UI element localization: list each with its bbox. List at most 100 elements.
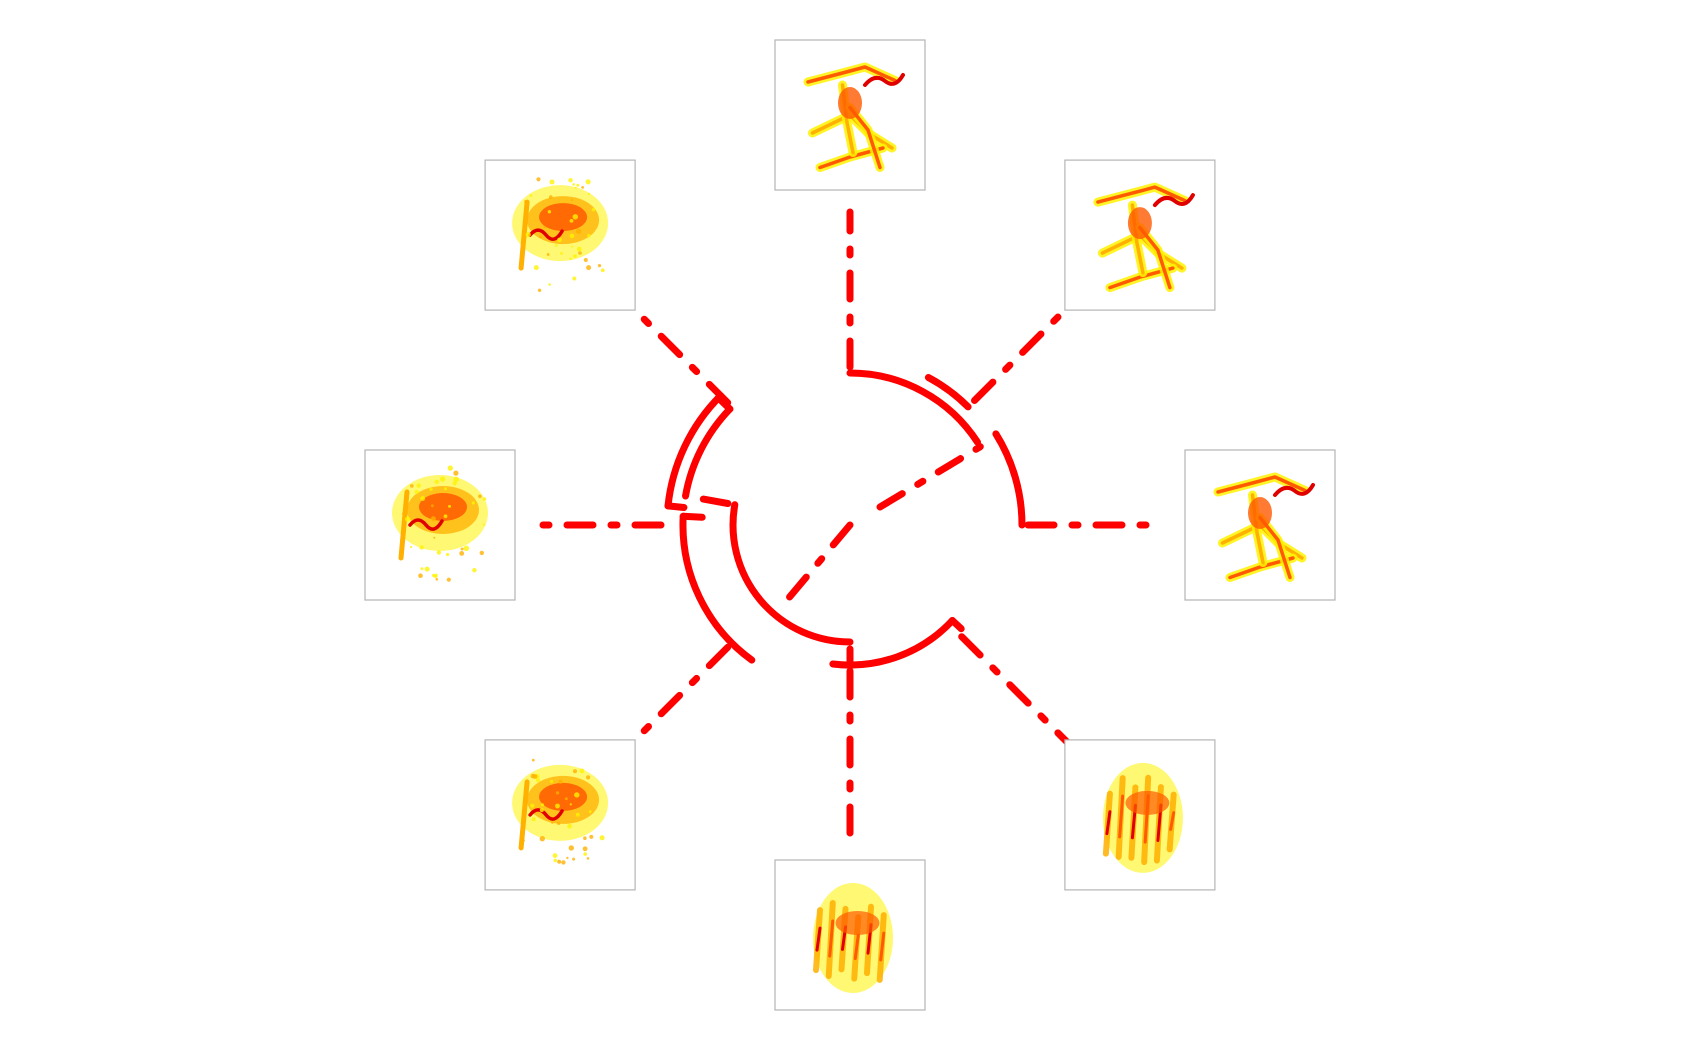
clade-arc-right xyxy=(992,430,1026,529)
spectro-onset xyxy=(398,489,410,561)
leaf-connector-leaf-top-left xyxy=(628,303,732,407)
spectro-speckle xyxy=(555,244,558,247)
spectro-harmonic-core xyxy=(828,919,835,958)
spectro-speckle xyxy=(572,214,578,220)
spectro-speckle xyxy=(472,568,477,573)
spectro-speckle xyxy=(568,178,573,183)
spectro-speckle xyxy=(431,504,434,508)
spectro-speckle xyxy=(585,179,591,185)
spectro-speckle xyxy=(453,476,460,483)
spectro-trace xyxy=(528,228,564,241)
spectro-speckle xyxy=(446,552,450,557)
spectro-speckle xyxy=(482,497,487,501)
spectro-speckle xyxy=(434,479,439,484)
spectro-speckle xyxy=(561,860,566,865)
spectro-speckle xyxy=(453,470,459,476)
spectro-speckle xyxy=(557,859,562,864)
spectrogram-icon xyxy=(1093,182,1195,293)
leaf-connectors xyxy=(533,208,1167,842)
spectro-trace xyxy=(528,808,564,821)
spectro-speckle xyxy=(531,817,536,822)
spectro-speckle xyxy=(459,551,465,556)
spectro-speckle xyxy=(539,808,544,813)
spectro-speckle xyxy=(524,200,527,204)
spectro-speckle xyxy=(557,237,562,243)
spectro-speckle xyxy=(548,283,551,286)
spectro-speckle xyxy=(529,194,533,197)
spectro-speckle xyxy=(448,504,451,508)
dendrogram-branches xyxy=(664,369,1026,669)
spectro-speckle xyxy=(433,536,436,539)
spectro-speckle xyxy=(558,779,563,784)
spectro-speckle xyxy=(576,246,582,252)
spectro-speckle xyxy=(574,186,577,189)
spectrogram-leaf-bottom xyxy=(774,859,926,1011)
spectro-speckle xyxy=(566,856,569,860)
spectro-speckle xyxy=(564,797,568,801)
spectro-speckle xyxy=(555,803,560,809)
spectro-speckle xyxy=(569,219,574,223)
spectro-speckle xyxy=(525,232,531,238)
spectro-harmonic-core xyxy=(815,926,822,952)
spectro-speckle xyxy=(424,566,430,572)
spectro-speckle xyxy=(543,225,546,229)
spectrogram-leaf-bottom-right xyxy=(1064,739,1216,891)
spectro-speckle xyxy=(569,257,572,260)
spectro-speckle xyxy=(443,514,448,519)
spectro-speckle xyxy=(583,258,588,262)
spectro-peak xyxy=(1127,207,1152,240)
spectro-speckle xyxy=(430,516,436,522)
spectro-peak xyxy=(835,911,880,935)
spectro-speckle xyxy=(444,487,447,491)
spectro-speckle xyxy=(546,253,550,256)
spectro-speckle xyxy=(555,791,560,795)
spectro-speckle xyxy=(420,496,426,501)
spectro-speckle xyxy=(479,550,484,556)
spectro-speckle xyxy=(482,523,485,526)
leaf-connector-leaf-top-right xyxy=(971,303,1072,404)
spectro-trace-core xyxy=(1216,475,1307,494)
spectro-speckle xyxy=(537,288,542,292)
spectro-speckle xyxy=(414,489,419,495)
spectro-speckle xyxy=(452,481,457,486)
spectro-speckle xyxy=(436,550,442,555)
spectro-speckle xyxy=(589,834,594,839)
spectrogram-leaf-top xyxy=(774,39,926,191)
spectro-speckle xyxy=(549,195,553,199)
spectro-speckle xyxy=(539,836,545,842)
spectro-speckle xyxy=(599,835,605,841)
spectro-speckle xyxy=(586,857,590,860)
spectro-speckle xyxy=(569,233,575,239)
spectro-speckle xyxy=(418,573,423,578)
spectro-speckle xyxy=(460,547,464,551)
spectro-speckle xyxy=(536,177,541,182)
spectro-speckle xyxy=(522,810,526,814)
link-left-low xyxy=(679,512,706,521)
spectro-speckle xyxy=(572,769,578,774)
spectro-speckle xyxy=(531,758,535,762)
spectro-harmonic-core xyxy=(853,933,860,961)
spectro-speckle xyxy=(570,198,574,202)
spectro-speckle xyxy=(578,251,582,255)
spectro-speckle xyxy=(553,858,558,863)
spectro-trace xyxy=(408,518,444,531)
spectro-speckle xyxy=(530,803,535,808)
spectro-speckle xyxy=(463,545,470,552)
spectrogram-leaf-left xyxy=(364,449,516,601)
spectro-trace-core xyxy=(1096,185,1187,204)
spectro-speckle xyxy=(587,233,591,238)
spectrogram-icon xyxy=(1213,472,1315,582)
spectro-speckle xyxy=(591,208,596,212)
spectro-speckle xyxy=(471,501,475,505)
spectro-speckle xyxy=(551,821,554,824)
spectro-speckle xyxy=(557,821,561,826)
spectrogram-icon xyxy=(392,465,488,582)
spectro-speckle xyxy=(429,487,433,491)
spectro-peak-trace xyxy=(863,73,905,87)
spectro-speckle xyxy=(420,567,424,571)
spectro-speckle xyxy=(416,483,421,488)
spectrogram-leaf-right xyxy=(1184,449,1336,601)
clade-arc-left-outer xyxy=(664,392,725,510)
